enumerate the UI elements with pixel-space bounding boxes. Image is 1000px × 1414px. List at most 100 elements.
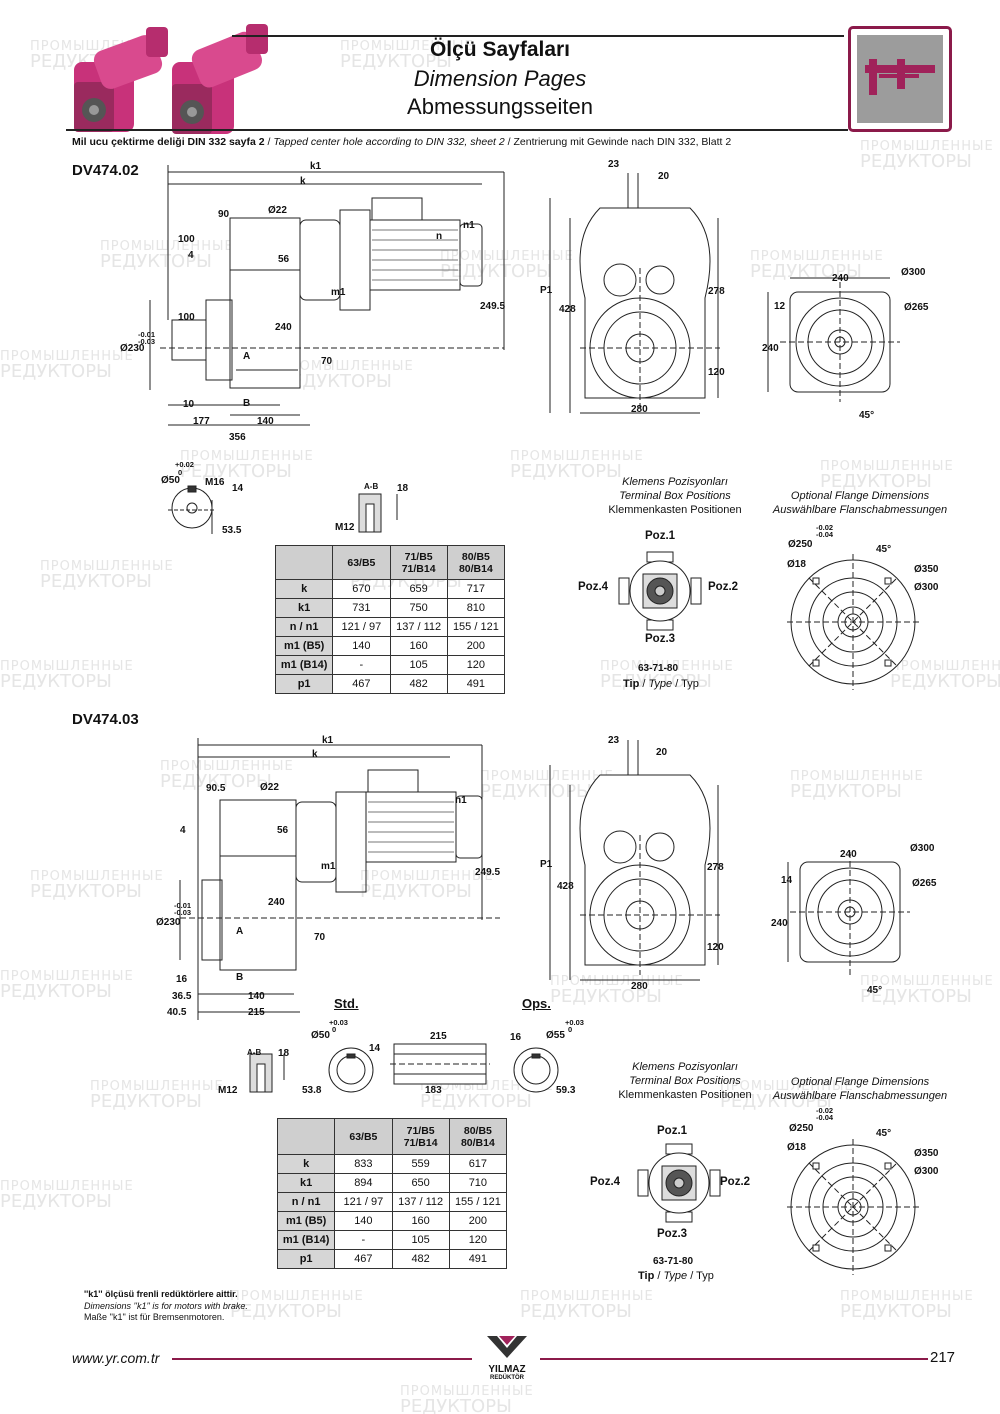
flange-45-1: 45° — [859, 410, 875, 421]
dim-249-5-1: 249.5 — [480, 301, 506, 312]
table-cell: 559 — [391, 1154, 450, 1174]
gearbox-image-2 — [172, 24, 268, 134]
table-header-cell: 71/B5 71/B14 — [389, 545, 448, 580]
table-cell: 617 — [448, 1154, 508, 1174]
dim-240-2: 240 — [268, 897, 285, 908]
flange-300-2: Ø300 — [910, 843, 935, 854]
footer-url[interactable]: www.yr.com.tr — [72, 1350, 160, 1366]
terminal-box-diagram-2 — [637, 1143, 721, 1223]
dim-P1-1: P1 — [540, 285, 553, 296]
side-view-drawing-2 — [179, 738, 500, 1020]
ops-tol2: 0 — [568, 1025, 573, 1034]
table-cell: 200 — [448, 1211, 508, 1231]
caliper-logo — [848, 26, 952, 132]
flange-14-2: 14 — [781, 875, 793, 886]
footnote-tr: ''k1'' ölçüsü frenli redüktörlere aittir… — [84, 1289, 238, 1299]
dim-4-2: 4 — [180, 825, 186, 836]
dim-140-1: 140 — [257, 416, 274, 427]
table-header-cell: 80/B5 80/B14 — [448, 1118, 508, 1155]
dim-428-1: 428 — [559, 304, 576, 315]
dim-n1-2: n1 — [455, 795, 467, 806]
terminal-box-diagram-1 — [618, 551, 702, 631]
hollow-183: 183 — [425, 1085, 442, 1096]
ab-m12-1: M12 — [335, 522, 355, 533]
row-label: k1 — [276, 1173, 336, 1193]
header-rule-bottom — [66, 129, 848, 131]
ops-tol1: +0.03 — [565, 1018, 584, 1027]
footnote-de: Maße ''k1'' ist für Bremsenmotoren. — [84, 1312, 225, 1322]
table-cell: 731 — [332, 598, 391, 618]
page-title-tr: Ölçü Sayfaları — [429, 38, 571, 61]
dim-tol1-2: -0.01 — [174, 901, 192, 910]
std-d50: Ø50 — [311, 1030, 330, 1041]
std-label: Std. — [334, 996, 359, 1011]
header-rule — [232, 35, 844, 37]
terminal-type-code-1: 63-71-80 — [638, 663, 679, 674]
table-cell: 121 / 97 — [334, 1192, 393, 1212]
dim-278-2: 278 — [707, 862, 724, 873]
dim-140-2: 140 — [248, 991, 265, 1002]
flange-240l-1: 240 — [762, 343, 779, 354]
terminal-type-label-2: Tip / Type / Typ — [638, 1270, 714, 1282]
row-label: p1 — [274, 674, 334, 694]
dim-177-1: 177 — [193, 416, 210, 427]
table-cell: 491 — [448, 1249, 508, 1269]
shaft-d50-1: Ø50 — [161, 475, 180, 486]
dim-56-2: 56 — [277, 825, 289, 836]
dim-n1-1: n1 — [463, 220, 475, 231]
flange-opt-350-1: Ø350 — [914, 564, 939, 575]
dim-20-1: 20 — [658, 171, 670, 182]
row-label: k1 — [274, 598, 334, 618]
table-cell: 833 — [334, 1154, 393, 1174]
dim-428-2: 428 — [557, 881, 574, 892]
page-title-en: Dimension Pages — [413, 66, 587, 91]
row-label: k — [276, 1154, 336, 1174]
ab-label-2: A-B — [247, 1048, 262, 1057]
shaft-m16-1: M16 — [205, 477, 225, 488]
row-label: p1 — [276, 1249, 336, 1269]
ops-label: Ops. — [522, 996, 551, 1011]
table-cell: 894 — [334, 1173, 393, 1193]
dim-240-1: 240 — [275, 322, 292, 333]
ab-m12-2: M12 — [218, 1085, 238, 1096]
shaft-53-5-1: 53.5 — [222, 525, 242, 536]
table-cell: 160 — [391, 1211, 450, 1231]
flange-opt-300-2: Ø300 — [914, 1166, 939, 1177]
table-header-cell: 63/B5 — [334, 1118, 393, 1155]
terminal-poz3-2: Poz.3 — [657, 1228, 688, 1240]
dim-m1-1: m1 — [331, 287, 346, 298]
table-cell: 105 — [389, 655, 448, 675]
flange-opt-300-1: Ø300 — [914, 582, 939, 593]
table-cell: - — [332, 655, 391, 675]
terminal-poz1-1: Poz.1 — [645, 530, 676, 542]
terminal-type-label-1: Tip / Type / Typ — [623, 678, 699, 690]
page-title-de: Abmessungsseiten — [407, 94, 593, 119]
model-title-2: DV474.03 — [72, 711, 139, 728]
table-cell: 160 — [389, 636, 448, 656]
dim-23-1: 23 — [608, 159, 620, 170]
dim-d22-1: Ø22 — [268, 205, 287, 216]
dim-4-1: 4 — [188, 250, 194, 261]
optional-flange-drawing-2 — [787, 1139, 919, 1275]
std-tol2: 0 — [332, 1025, 337, 1034]
dim-A-1: A — [243, 351, 251, 362]
flange-opt-18-1: Ø18 — [787, 559, 806, 570]
dim-B-1: B — [243, 398, 251, 409]
shaft-tol1-1: +0.02 — [175, 460, 194, 469]
row-label: n / n1 — [274, 617, 334, 637]
flange-12-1: 12 — [774, 301, 786, 312]
table-cell: 137 / 112 — [389, 617, 448, 637]
optional-flange-drawing-1 — [787, 554, 919, 690]
hollow-shaft-section-ops — [513, 1047, 559, 1093]
